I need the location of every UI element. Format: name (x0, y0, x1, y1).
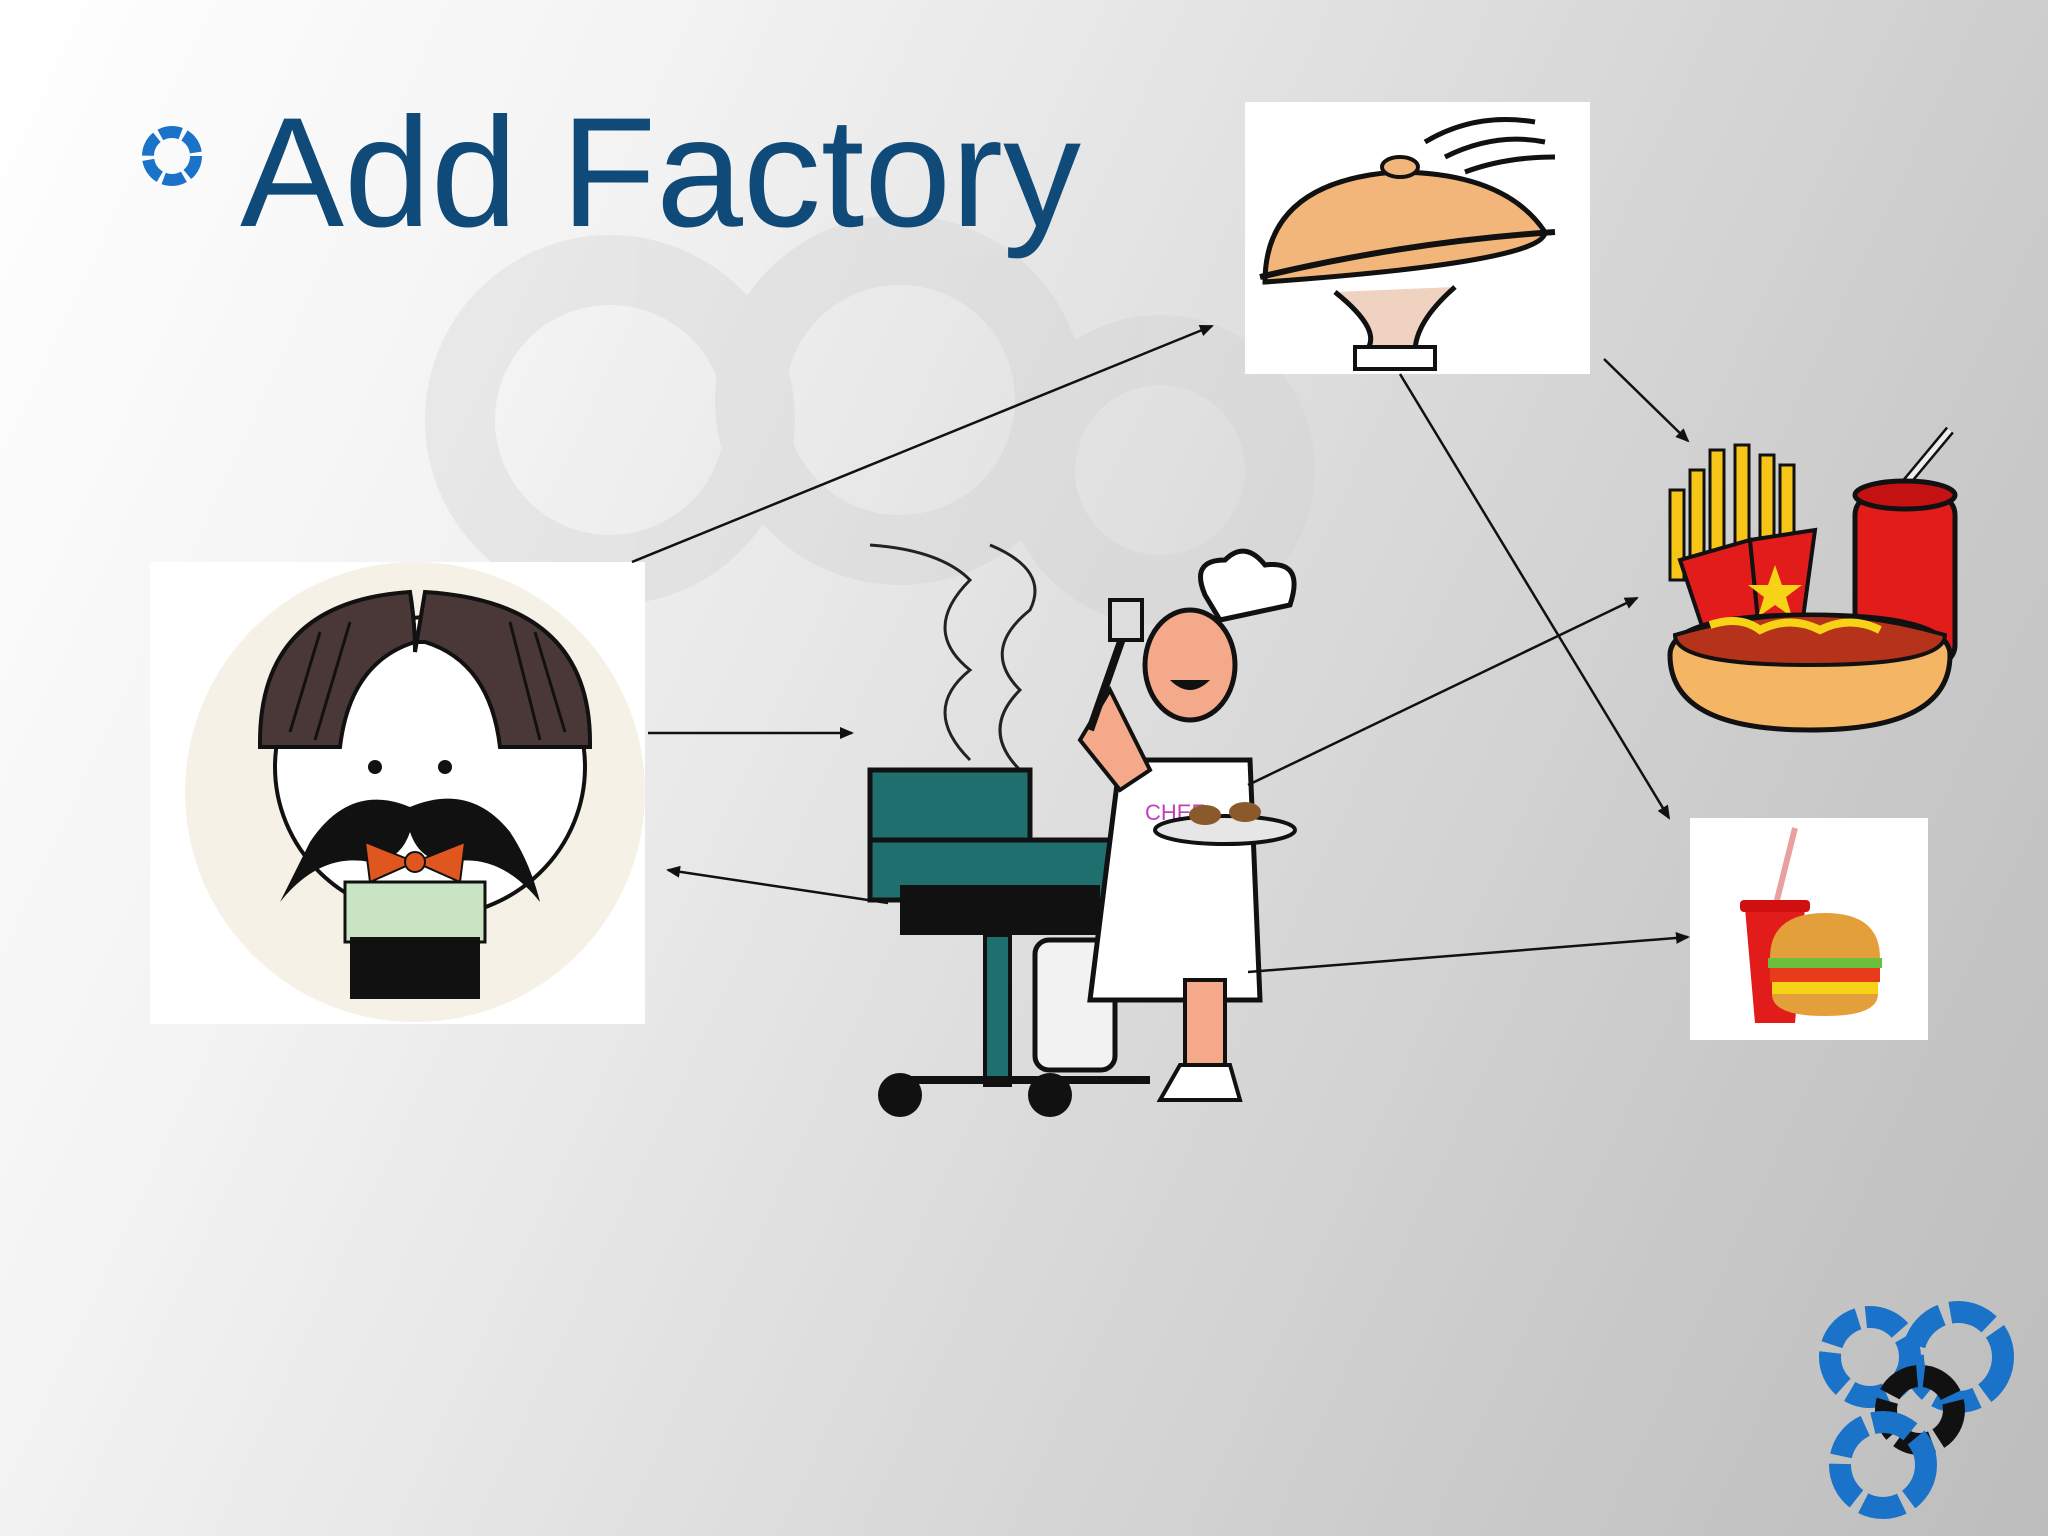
mustache-man-icon (185, 562, 645, 1022)
arrow-waiter-to-hotdog (1603, 358, 1690, 443)
ring-bullet-icon (142, 126, 202, 186)
arrow-customer-to-waiter (631, 324, 1214, 564)
waiter-node (1245, 102, 1590, 374)
meal-hotdog-node (1650, 420, 1970, 738)
serving-cloche-icon (1259, 117, 1556, 371)
arrow-waiter-to-burger (1398, 373, 1671, 820)
arrow-chef-to-hotdog (1247, 596, 1639, 787)
arrow-chef-to-burger (1247, 931, 1690, 974)
burger-soda-icon (1740, 827, 1882, 1023)
slide-title: Add Factory (240, 86, 1082, 260)
fries-hotdog-soda-icon (1667, 426, 1958, 733)
rings-logo-icon (1819, 1301, 2014, 1519)
arrow-chef-to-customer (666, 865, 889, 905)
meal-burger-node (1690, 818, 1928, 1040)
grill-chef-icon: CHEF (867, 543, 1297, 1117)
customer-node (150, 562, 645, 1024)
chef-node: CHEF (860, 540, 1340, 1130)
